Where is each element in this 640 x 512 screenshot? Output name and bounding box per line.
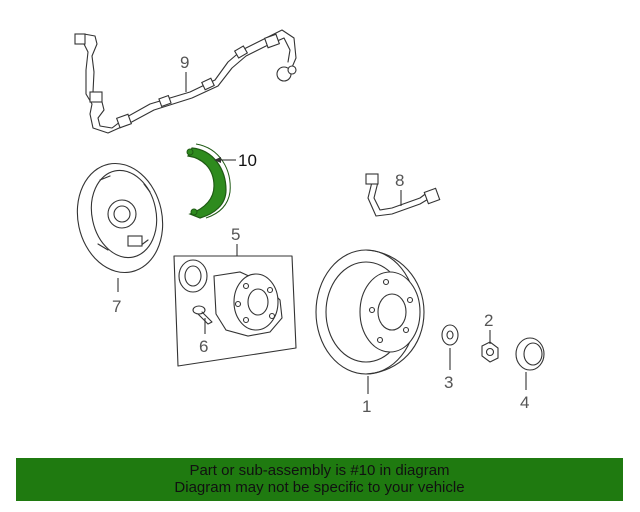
brake-hose[interactable] bbox=[365, 173, 441, 217]
callout-9: 9 bbox=[180, 53, 189, 72]
dust-cap[interactable] bbox=[515, 337, 545, 371]
abs-sensor-harness bbox=[74, 29, 297, 134]
nut[interactable] bbox=[481, 341, 499, 363]
leader-lines bbox=[117, 72, 527, 394]
backing-plate[interactable] bbox=[67, 155, 172, 280]
hub-bolt[interactable] bbox=[192, 305, 213, 325]
hub-assembly[interactable] bbox=[173, 255, 297, 367]
callout-7: 7 bbox=[112, 297, 121, 316]
banner-line-1: Part or sub-assembly is #10 in diagram bbox=[189, 462, 450, 479]
callout-10: 10 bbox=[238, 151, 257, 170]
callout-4: 4 bbox=[520, 393, 529, 412]
callout-5: 5 bbox=[231, 225, 240, 244]
brake-shoe[interactable] bbox=[186, 143, 231, 219]
brake-drum[interactable] bbox=[315, 249, 425, 375]
callout-8: 8 bbox=[395, 171, 404, 190]
banner-line-2: Diagram may not be specific to your vehi… bbox=[174, 479, 465, 496]
callout-1: 1 bbox=[362, 397, 371, 416]
info-banner: Part or sub-assembly is #10 in diagram D… bbox=[16, 458, 623, 501]
callout-3: 3 bbox=[444, 373, 453, 392]
callout-6: 6 bbox=[199, 337, 208, 356]
washer[interactable] bbox=[441, 324, 459, 346]
callout-2: 2 bbox=[484, 311, 493, 330]
